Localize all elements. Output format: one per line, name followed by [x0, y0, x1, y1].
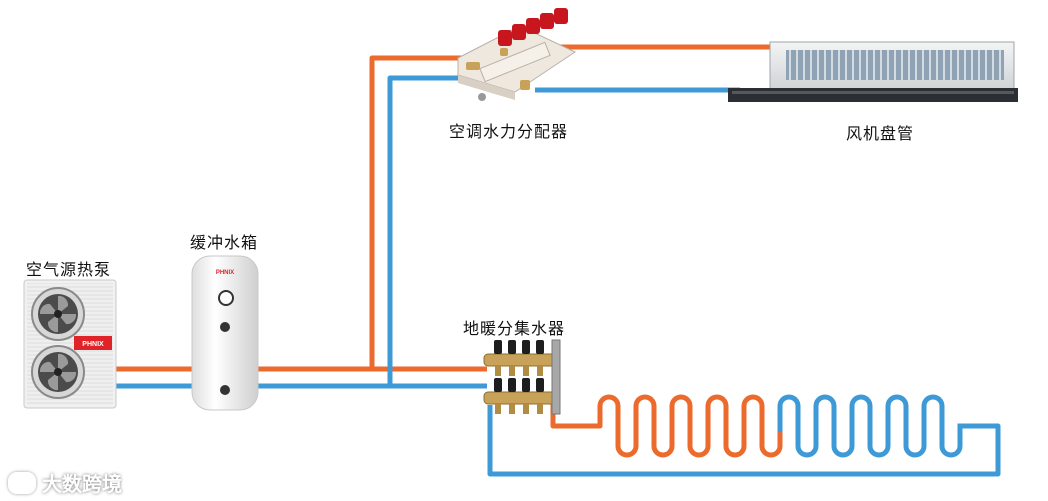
- tank-logo: PHNIX: [216, 270, 234, 276]
- floor-coil-supply: [597, 394, 783, 458]
- fan-icon: [31, 287, 85, 341]
- valve-actuators: [498, 8, 568, 46]
- buffer-tank-label: 缓冲水箱: [190, 233, 259, 252]
- ac-manifold-label: 空调水力分配器: [449, 122, 569, 141]
- fan-icon: [31, 345, 85, 399]
- watermark: 大数跨境: [8, 468, 122, 497]
- return-pipe-floor-loop: [487, 405, 1001, 477]
- fan-coil-label: 风机盘管: [846, 124, 915, 143]
- return-pipes: [114, 75, 1001, 477]
- brand-badge-text: PHNIX: [82, 341, 104, 348]
- watermark-text: 大数跨境: [42, 472, 122, 496]
- watermark-logo-icon: [8, 471, 36, 494]
- tank-port-icon: [220, 385, 230, 395]
- brand-badge: [74, 336, 112, 350]
- tank-port-icon: [220, 322, 230, 332]
- ac-water-distributor: [457, 8, 577, 101]
- floor-heating-manifold: [483, 339, 561, 415]
- return-pipe-tank-to-ac: [258, 75, 475, 389]
- floor-coil-return: [777, 394, 978, 458]
- heat-pump-unit: PHNIX: [23, 279, 117, 409]
- heat-pump-label: 空气源热泵: [26, 260, 112, 279]
- tank-gauge-icon: [218, 290, 234, 306]
- floor-manifold-label: 地暖分集水器: [463, 319, 566, 338]
- fan-coil-unit: [728, 41, 1018, 102]
- supply-pipe-tank-to-ac: [258, 55, 475, 372]
- buffer-tank: PHNIX: [191, 255, 259, 411]
